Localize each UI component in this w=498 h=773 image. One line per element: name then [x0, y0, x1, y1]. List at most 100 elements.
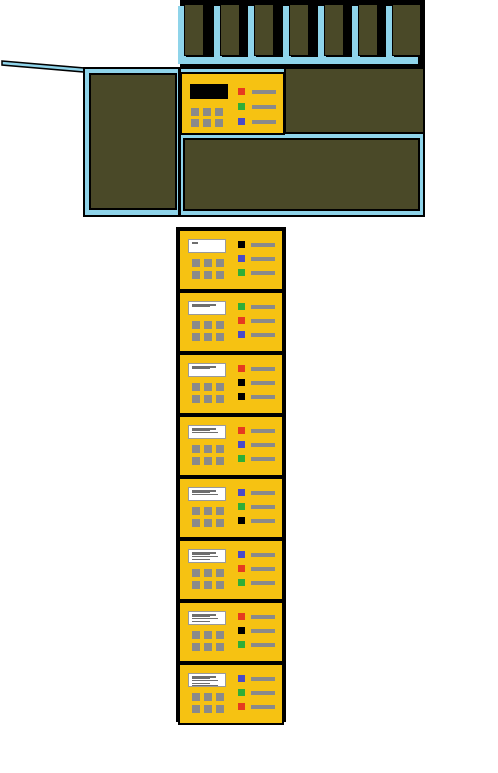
- indicator-light: [238, 489, 245, 496]
- display-line: [192, 684, 218, 686]
- indicator-light: [238, 455, 245, 462]
- indicator-light: [238, 641, 245, 648]
- keypad-key: [192, 321, 200, 329]
- indicator-light: [238, 255, 245, 262]
- crane-arm: [1, 60, 85, 73]
- display-line: [192, 682, 210, 684]
- keypad-key: [204, 395, 212, 403]
- keypad-key: [192, 507, 200, 515]
- indicator-light: [238, 269, 245, 276]
- module-display: [188, 425, 226, 439]
- keypad-key: [216, 271, 224, 279]
- status-bar: [251, 257, 275, 261]
- status-bar: [251, 705, 275, 709]
- display-line: [192, 676, 216, 678]
- keypad-key: [204, 631, 212, 639]
- indicator-light: [238, 303, 245, 310]
- stack-module[interactable]: [178, 415, 284, 477]
- fin-gap: [318, 6, 326, 64]
- display-line: [192, 428, 216, 430]
- cooling-fin: [289, 4, 309, 56]
- keypad-key: [216, 519, 224, 527]
- display-line: [192, 492, 210, 494]
- keypad-key: [204, 321, 212, 329]
- indicator-light: [238, 517, 245, 524]
- keypad-key: [216, 259, 224, 267]
- display-line: [192, 490, 216, 492]
- keypad-key: [203, 119, 211, 127]
- keypad-key: [216, 569, 224, 577]
- stack-module[interactable]: [178, 291, 284, 353]
- display-line: [192, 306, 210, 308]
- keypad-key: [204, 383, 212, 391]
- status-bar: [251, 505, 275, 509]
- indicator-light: [238, 675, 245, 682]
- stack-module[interactable]: [178, 539, 284, 601]
- display-line: [192, 558, 210, 560]
- stack-module[interactable]: [178, 663, 284, 725]
- keypad-key: [204, 519, 212, 527]
- keypad-key: [216, 581, 224, 589]
- keypad-key: [192, 333, 200, 341]
- keypad-key: [216, 705, 224, 713]
- status-bar: [251, 457, 275, 461]
- status-bar: [251, 429, 275, 433]
- indicator-light: [238, 503, 245, 510]
- keypad-key: [192, 705, 200, 713]
- display-line: [192, 680, 218, 682]
- stack-module[interactable]: [178, 229, 284, 291]
- module-display: [188, 301, 226, 315]
- keypad-key: [215, 108, 223, 116]
- status-bar: [251, 305, 275, 309]
- status-bar: [251, 243, 275, 247]
- status-bar: [251, 381, 275, 385]
- keypad-key: [191, 108, 199, 116]
- keypad-key: [192, 383, 200, 391]
- fin-gap: [352, 6, 360, 64]
- keypad-key: [204, 705, 212, 713]
- module-display: [188, 549, 226, 563]
- indicator-light: [238, 379, 245, 386]
- keypad-key: [192, 445, 200, 453]
- display-line: [192, 368, 210, 370]
- keypad-key: [204, 333, 212, 341]
- status-bar: [251, 581, 275, 585]
- display-line: [192, 678, 210, 680]
- keypad-key: [192, 569, 200, 577]
- fin-gap: [178, 6, 186, 64]
- keypad-key: [204, 693, 212, 701]
- display-line: [192, 620, 210, 622]
- keypad-key: [216, 321, 224, 329]
- control-display: [190, 84, 228, 99]
- keypad-key: [204, 271, 212, 279]
- keypad-key: [204, 457, 212, 465]
- keypad-key: [216, 383, 224, 391]
- keypad-key: [204, 445, 212, 453]
- status-bar: [251, 491, 275, 495]
- display-line: [192, 556, 218, 558]
- stack-module[interactable]: [178, 477, 284, 539]
- status-bar: [252, 120, 276, 124]
- display-line: [192, 494, 218, 496]
- status-bar: [252, 105, 276, 109]
- status-bar: [251, 333, 275, 337]
- keypad-key: [192, 271, 200, 279]
- keypad-key: [204, 643, 212, 651]
- stack-module[interactable]: [178, 353, 284, 415]
- frame-divider: [178, 69, 181, 215]
- keypad-key: [216, 333, 224, 341]
- left-bay: [89, 73, 177, 210]
- lower-bay: [183, 138, 420, 211]
- display-line: [192, 616, 210, 618]
- indicator-light: [238, 627, 245, 634]
- stack-module[interactable]: [178, 601, 284, 663]
- indicator-light: [238, 317, 245, 324]
- keypad-key: [192, 395, 200, 403]
- module-display: [188, 487, 226, 501]
- status-bar: [251, 629, 275, 633]
- status-bar: [251, 677, 275, 681]
- control-panel[interactable]: [180, 72, 285, 135]
- fin-gap: [283, 6, 291, 64]
- indicator-light: [238, 88, 245, 95]
